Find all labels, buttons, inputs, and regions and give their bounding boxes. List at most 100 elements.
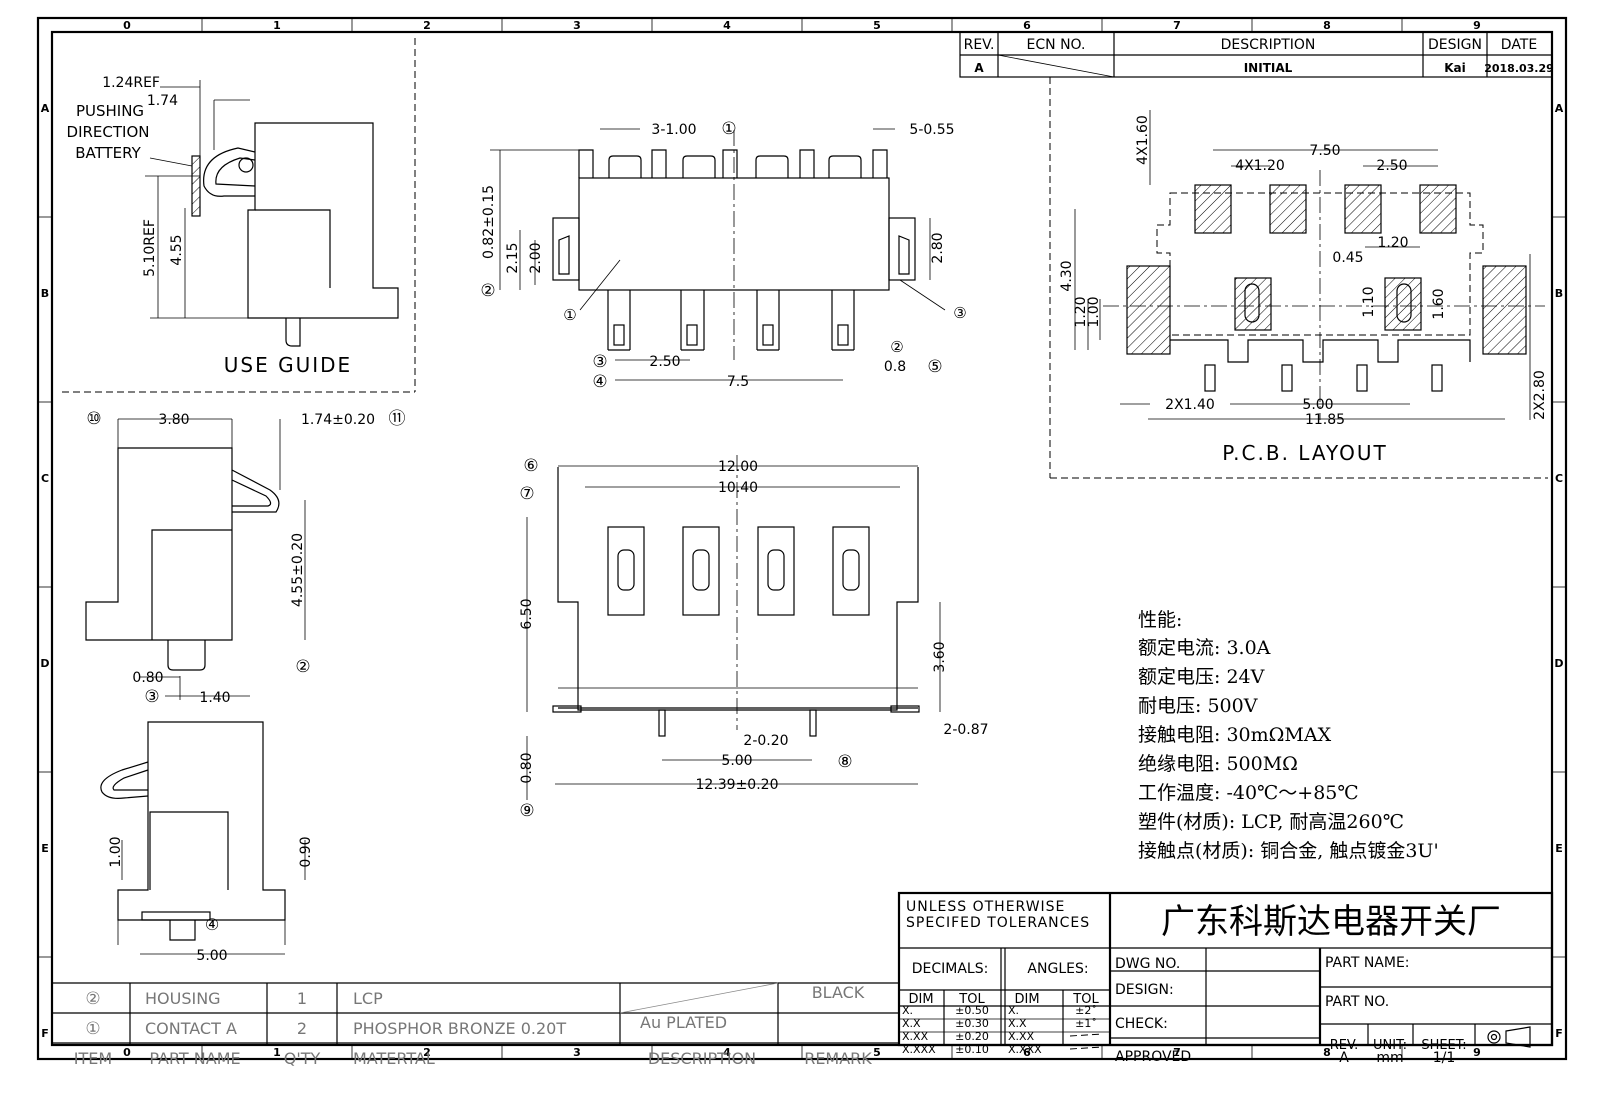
pcb-dim-5-00: 5.00 [1302, 397, 1333, 413]
pcb-dim-1-10: 1.10 [1361, 286, 1377, 317]
dec-tol-header: TOL [958, 992, 985, 1007]
ang-dim-cell: X. [1008, 1004, 1019, 1017]
bom-part-name: HOUSING [145, 989, 221, 1008]
fv-balloon-3: ③ [592, 352, 607, 372]
angles-label: ANGLES: [1027, 961, 1088, 977]
sv-dim-4-55: 4.55±0.20 [290, 533, 306, 607]
pcb-dim-11-85: 11.85 [1305, 412, 1345, 428]
bom-header-item: ITEM [74, 1049, 112, 1068]
tv-dim-12-39: 12.39±0.20 [696, 777, 779, 793]
ug-dim-5-10ref: 5.10REF [142, 219, 158, 277]
fv-balloon-4: ④ [592, 372, 607, 392]
part-no-label: PART NO. [1325, 994, 1389, 1010]
bom-remark: BLACK [812, 983, 865, 1002]
sbv-dim-5-00: 5.00 [196, 948, 227, 964]
side-bottom-view: 1.00 0.90 5.00 ④ [100, 721, 314, 964]
zone-row-right: C [1555, 472, 1563, 485]
bom-item-number: ② [85, 989, 100, 1009]
side-view: 3.80 1.74±0.20 4.55±0.20 0.80 1.40 ⑩ ⑪ ②… [85, 409, 406, 707]
bom-item-number: ① [85, 1019, 100, 1039]
rev-header: REV. [964, 37, 995, 53]
ang-dim-header: DIM [1014, 992, 1039, 1007]
ug-note-line-3: BATTERY [75, 144, 141, 162]
use-guide-title: USE GUIDE [224, 353, 352, 377]
zone-row-right: D [1554, 657, 1563, 670]
pcb-layout-view: 4X1.60 7.50 4X1.20 2.50 0.45 1.20 4.30 1… [1049, 77, 1548, 479]
spec-line-6: 工作温度: -40℃～+85℃ [1138, 782, 1359, 804]
use-guide-view: 1.24REF 1.74 5.10REF 4.55 PUSHING DIRECT… [62, 38, 416, 393]
check-label: CHECK: [1115, 1016, 1168, 1032]
bom-header-qty: Q'TY [284, 1049, 321, 1068]
spec-line-7: 塑件(材质): LCP, 耐高温260℃ [1138, 811, 1404, 833]
ug-dim-1-24ref: 1.24REF [102, 75, 160, 91]
zone-col-bottom: 8 [1323, 1046, 1331, 1059]
unit-value-cell: mm [1376, 1050, 1403, 1066]
dec-tol-cell: ±0.50 [955, 1004, 989, 1017]
dec-dim-cell: X.XX [902, 1030, 929, 1043]
tv-dim-3-60: 3.60 [932, 641, 948, 672]
bom-qty: 2 [297, 1019, 307, 1038]
title-block: UNLESS OTHERWISE SPECIFED TOLERANCES 广东科… [897, 891, 1554, 1065]
sv-balloon-2: ② [295, 657, 310, 677]
zone-col-bottom: 1 [273, 1046, 281, 1059]
date-value: 2018.03.29 [1484, 62, 1554, 75]
fv-balloon-1-top: ① [721, 119, 736, 139]
top-view: 12.00 10.40 6.50 3.60 2-0.87 2-0.20 5.00… [519, 455, 989, 821]
spec-line-8: 接触点(材质): 铜合金, 触点镀金3U' [1138, 840, 1439, 862]
projection-symbol-inner-icon [1490, 1033, 1498, 1041]
pcb-dim-0-45: 0.45 [1332, 250, 1363, 266]
tv-dim-2-0-20: 2-0.20 [743, 733, 788, 749]
tolerance-note-line-1: UNLESS OTHERWISE [906, 899, 1065, 915]
pcb-dim-4-30: 4.30 [1059, 260, 1075, 291]
fv-dim-2-00: 2.00 [528, 242, 544, 273]
rev-value-cell: A [1339, 1050, 1349, 1066]
zone-col-top: 4 [723, 19, 731, 32]
zone-row-right: A [1555, 102, 1564, 115]
ang-tol-cell: ±2˚ [1075, 1004, 1097, 1017]
zone-col-top: 2 [423, 19, 431, 32]
decimals-label: DECIMALS: [912, 961, 989, 977]
bom-header-remark: REMARK [804, 1049, 872, 1068]
zone-col-top: 9 [1473, 19, 1481, 32]
fv-dim-3-1-00: 3-1.00 [651, 122, 696, 138]
ang-tol-blank [1069, 1046, 1103, 1050]
pcb-dim-4x1-60: 4X1.60 [1135, 115, 1151, 165]
zone-col-top: 1 [273, 19, 281, 32]
ang-tol-header: TOL [1072, 992, 1099, 1007]
dec-tol-cell: ±0.10 [955, 1043, 989, 1056]
fv-dim-2-50: 2.50 [649, 354, 680, 370]
sbv-balloon-4: ④ [205, 915, 219, 934]
zone-col-bottom: 6 [1023, 1046, 1031, 1059]
ang-dim-cell: X.XXX [1008, 1043, 1042, 1056]
performance-specs: 性能: 额定电流: 3.0A 额定电压: 24V 耐电压: 500V 接触电阻:… [1138, 609, 1439, 862]
sv-balloon-11: ⑪ [389, 409, 406, 429]
fv-dim-5-0-55: 5-0.55 [909, 122, 954, 138]
ecn-header: ECN NO. [1027, 37, 1086, 53]
tv-dim-6-50: 6.50 [519, 598, 535, 629]
ug-note-line-1: PUSHING [76, 102, 144, 120]
tv-dim-2-0-87: 2-0.87 [943, 722, 988, 738]
ug-dim-1-74: 1.74 [147, 93, 178, 109]
ug-dim-4-55: 4.55 [169, 234, 185, 265]
sheet-label: SHEET: [1421, 1038, 1466, 1053]
pcb-dim-2-50: 2.50 [1376, 158, 1407, 174]
projection-cone-icon [1505, 1026, 1531, 1048]
zone-col-bottom: 5 [873, 1046, 881, 1059]
bom-qty: 1 [297, 989, 307, 1008]
fv-balloon-2-left: ② [480, 281, 495, 301]
tv-dim-12-00: 12.00 [718, 459, 758, 475]
zone-col-bottom: 7 [1173, 1046, 1181, 1059]
bom-material: PHOSPHOR BRONZE 0.20T [353, 1019, 566, 1038]
dec-dim-cell: X.X [902, 1017, 921, 1030]
dec-dim-cell: X. [902, 1004, 913, 1017]
zone-col-top: 8 [1323, 19, 1331, 32]
sv-dim-3-80: 3.80 [158, 412, 189, 428]
rev-value: A [974, 61, 984, 75]
fv-balloon-3-right: ③ [953, 304, 966, 322]
zone-row-right: B [1555, 287, 1563, 300]
zone-col-top: 0 [123, 19, 131, 32]
